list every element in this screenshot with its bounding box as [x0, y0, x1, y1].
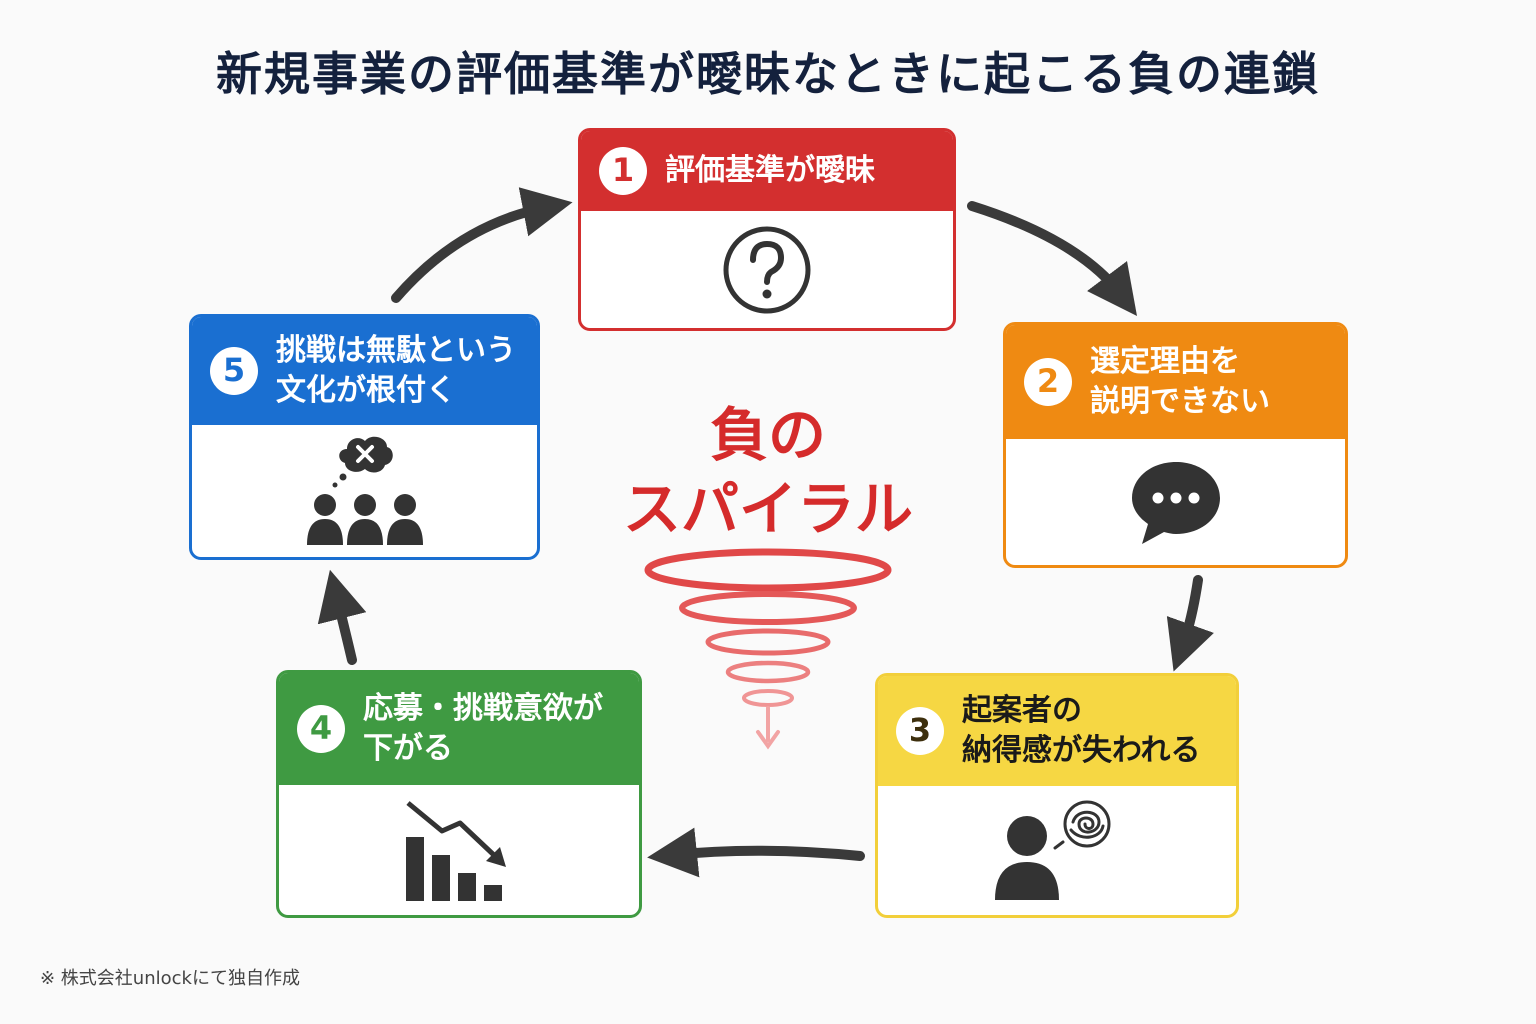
confused-person-icon	[995, 800, 1111, 900]
step-card-2: 2 選定理由を 説明できない	[1003, 322, 1348, 568]
spiral-tornado-icon	[644, 548, 892, 750]
step-title-4-line2: 下がる	[363, 731, 453, 766]
step-number-1: 1	[599, 147, 647, 195]
spiral-label-line2: スパイラル	[622, 475, 913, 543]
step-title-5-line2: 文化が根付く	[276, 373, 456, 408]
step-number-3: 3	[896, 707, 944, 755]
footnote: ※ 株式会社unlockにて独自作成	[40, 968, 300, 989]
arrow-3-to-4	[647, 827, 865, 878]
step-title-3-line1: 起案者の	[962, 692, 1082, 728]
step-number-5: 5	[210, 347, 258, 395]
arrow-4-to-5	[317, 569, 367, 665]
step-header-1: 1 評価基準が曖昧	[581, 131, 953, 211]
step-header-3: 3 起案者の 納得感が失われる	[878, 676, 1236, 786]
step-card-5: 5 挑戦は無駄という 文化が根付く	[189, 314, 540, 560]
step-title-2-line2: 説明できない	[1090, 384, 1270, 419]
group-negative-thought-icon	[306, 436, 423, 545]
step-header-4: 4 応募・挑戦意欲が 下がる	[279, 673, 639, 785]
speech-bubble-icon	[1131, 462, 1220, 544]
step-header-5: 5 挑戦は無駄という 文化が根付く	[192, 317, 537, 425]
step-card-3: 3 起案者の 納得感が失われる	[875, 673, 1239, 918]
step-title-1: 評価基準が曖昧	[665, 152, 875, 188]
arrow-5-to-1	[391, 187, 573, 303]
arrow-2-to-3	[1166, 575, 1214, 672]
step-card-4: 4 応募・挑戦意欲が 下がる	[276, 670, 642, 918]
page-title: 新規事業の評価基準が曖昧なときに起こる負の連鎖	[216, 47, 1320, 101]
step-title-4-line1: 応募・挑戦意欲が	[363, 690, 603, 726]
step-number-2: 2	[1024, 358, 1072, 406]
step-number-4: 4	[297, 705, 345, 753]
step-title-3-line2: 納得感が失われる	[962, 733, 1201, 768]
step-header-2: 2 選定理由を 説明できない	[1006, 325, 1345, 439]
declining-bar-chart-icon	[406, 801, 506, 901]
spiral-label-line1: 負の	[709, 401, 826, 469]
step-title-5-line1: 挑戦は無駄という	[276, 332, 516, 368]
arrow-1-to-2	[967, 201, 1138, 316]
question-mark-circle-icon	[723, 226, 811, 313]
step-title-2-line1: 選定理由を	[1090, 343, 1240, 379]
step-card-1: 1 評価基準が曖昧	[578, 128, 956, 331]
